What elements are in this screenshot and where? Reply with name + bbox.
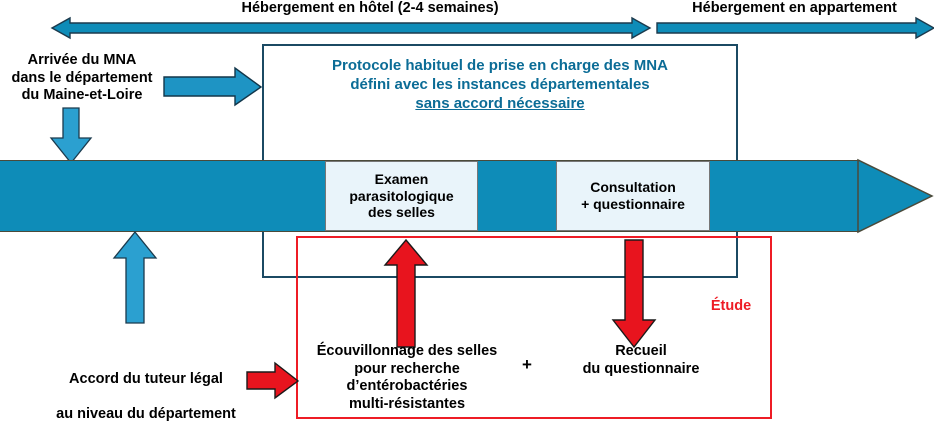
arrival-down-arrow bbox=[49, 107, 93, 165]
consent-up-arrow bbox=[112, 230, 158, 324]
timeline-phase2-label: Hébergement en appartement bbox=[692, 0, 897, 16]
band-arrowhead-icon bbox=[857, 158, 934, 234]
blue-up-arrow-icon bbox=[112, 230, 158, 324]
study-connector: + bbox=[522, 355, 532, 374]
timeline-phase1-label: Hébergement en hôtel (2-4 semaines) bbox=[241, 0, 499, 16]
consent-right-arrow bbox=[246, 361, 300, 400]
blue-right-arrow-icon bbox=[163, 66, 263, 107]
study-item-2: Recueil du questionnaire bbox=[582, 343, 700, 377]
protocol-line1: Protocole habituel de prise en charge de… bbox=[332, 57, 668, 74]
timeline-phase2-arrow bbox=[656, 16, 934, 40]
protocol-line2: défini avec les instances départementale… bbox=[350, 75, 650, 93]
milestone-box-1: Examen parasitologique des selles bbox=[325, 161, 478, 231]
protocol-line3: sans accord nécessaire bbox=[415, 94, 585, 112]
milestone-label-2: Consultation + questionnaire bbox=[581, 179, 685, 212]
arrival-label: Arrivée du MNA dans le département du Ma… bbox=[11, 52, 153, 104]
consent-line2: au niveau du département bbox=[56, 406, 236, 423]
consent-line1: Accord du tuteur légal bbox=[69, 370, 223, 387]
study-down-arrow bbox=[611, 239, 657, 349]
study-box bbox=[296, 236, 772, 419]
study-badge: Étude bbox=[710, 298, 752, 314]
study-item-1: Écouvillonnage des selles pour recherche… bbox=[316, 343, 498, 413]
timeline-phase1-arrow bbox=[50, 16, 652, 40]
milestone-label-1: Examen parasitologique des selles bbox=[349, 171, 454, 221]
red-right-arrow-icon bbox=[246, 361, 300, 400]
milestone-box-2: Consultation + questionnaire bbox=[556, 161, 710, 231]
right-arrow-icon bbox=[656, 16, 934, 40]
study-up-arrow bbox=[383, 238, 429, 348]
double-arrow-icon bbox=[50, 16, 652, 40]
timeline-band-arrowhead bbox=[857, 146, 934, 246]
consent-label: Accord du tuteur légal au niveau du dépa… bbox=[48, 353, 244, 425]
red-up-arrow-icon bbox=[383, 238, 429, 348]
protocol-text: Protocole habituel de prise en charge de… bbox=[268, 57, 732, 113]
blue-down-arrow-icon bbox=[49, 107, 93, 165]
red-down-arrow-icon bbox=[611, 239, 657, 349]
arrival-right-arrow bbox=[163, 66, 263, 107]
